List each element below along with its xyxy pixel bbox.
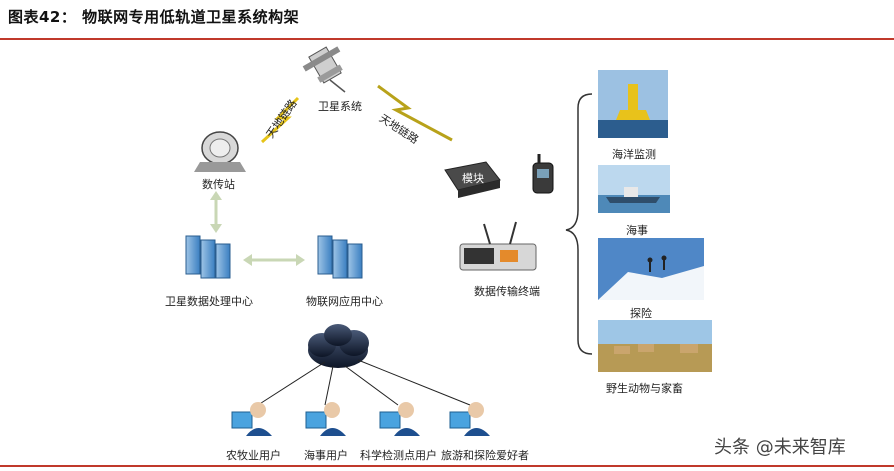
app-label-wildlife: 野生动物与家畜 (606, 382, 683, 395)
data-terminal-icon (459, 221, 537, 271)
ground-station-icon (194, 131, 246, 172)
watermark: 头条 @未来智库 (714, 437, 846, 458)
user-label-3: 科学检测点用户 (360, 449, 437, 462)
satellite-label: 卫星系统 (318, 100, 362, 113)
applications-brace (565, 93, 593, 355)
centers-link-arrow (243, 254, 305, 266)
sat-data-center-label: 卫星数据处理中心 (165, 295, 253, 308)
wildlife-photo (598, 320, 712, 372)
link-right-bolt (377, 84, 453, 142)
terminal-label: 数据传输终端 (474, 285, 540, 298)
app-label-ocean: 海洋监测 (612, 148, 656, 161)
iot-app-center-servers-icon (317, 235, 363, 279)
cloud-user-lines (257, 359, 471, 406)
network-cloud-icon (308, 324, 369, 368)
user-label-1: 农牧业用户 (226, 449, 281, 462)
top-rule (0, 38, 894, 40)
figure-title: 图表42： 物联网专用低轨道卫星系统构架 (8, 8, 300, 26)
handheld-device-icon (532, 154, 554, 194)
sat-data-center-servers-icon (185, 235, 231, 279)
ocean-monitoring-photo (598, 70, 668, 138)
user-icon-1 (231, 402, 272, 436)
link-left-bolt (260, 96, 300, 144)
user-icon-2 (305, 402, 346, 436)
satellite-icon (302, 46, 346, 93)
user-label-4: 旅游和探险爱好者 (441, 449, 529, 462)
station-center-arrow (210, 191, 222, 233)
module-icon (444, 161, 501, 198)
exploration-photo (598, 238, 704, 300)
user-icon-4 (449, 402, 490, 436)
iot-app-center-label: 物联网应用中心 (306, 295, 383, 308)
user-label-2: 海事用户 (304, 449, 348, 462)
maritime-photo (598, 165, 670, 213)
module-label: 模块 (462, 172, 484, 185)
bottom-rule (0, 465, 894, 467)
user-icon-3 (379, 402, 420, 436)
ground-station-label: 数传站 (202, 178, 235, 191)
app-label-exploration: 探险 (630, 307, 652, 320)
app-label-maritime: 海事 (626, 224, 648, 237)
